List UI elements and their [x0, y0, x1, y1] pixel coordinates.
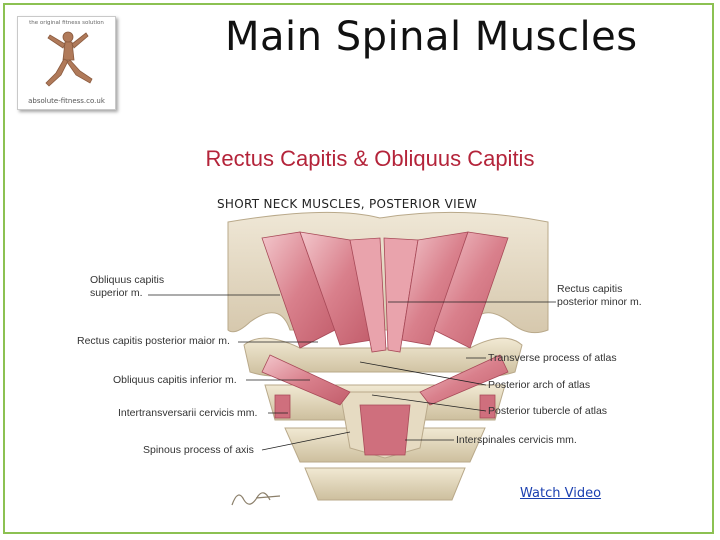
label-obliquus-inferior: Obliquus capitis inferior m. — [113, 374, 237, 386]
label-rectus-minor-line1: Rectus capitis — [557, 283, 623, 295]
runner-figure-icon — [45, 31, 93, 87]
page-subtitle: Rectus Capitis & Obliquus Capitis — [205, 146, 535, 171]
label-obliquus-superior-line1: Obliquus capitis — [90, 274, 165, 286]
label-interspinales: Interspinales cervicis mm. — [456, 434, 577, 446]
label-rectus-major: Rectus capitis posterior maior m. — [77, 335, 230, 347]
slide-border — [3, 3, 714, 534]
label-obliquus-superior-line2: superior m. — [90, 287, 143, 299]
watch-video-link[interactable]: Watch Video — [520, 486, 602, 501]
label-posterior-tubercle: Posterior tubercle of atlas — [488, 405, 608, 417]
label-posterior-arch: Posterior arch of atlas — [488, 379, 591, 391]
label-intertransversarii: Intertransversarii cervicis mm. — [118, 407, 258, 419]
label-spinous-process: Spinous process of axis — [143, 444, 254, 456]
label-rectus-minor-line2: posterior minor m. — [557, 296, 642, 308]
leader-lines — [148, 294, 556, 451]
label-transverse-process: Transverse process of atlas — [488, 352, 617, 364]
page-title: Main Spinal Muscles — [225, 14, 638, 60]
figure-title: SHORT NECK MUSCLES, POSTERIOR VIEW — [217, 197, 478, 211]
muscle-group — [261, 231, 509, 456]
logo-tagline: the original fitness solution — [29, 20, 104, 26]
logo-url: absolute-fitness.co.uk — [28, 97, 105, 105]
brand-logo: the original fitness solution absolute-f… — [17, 16, 116, 110]
signature — [231, 492, 281, 506]
